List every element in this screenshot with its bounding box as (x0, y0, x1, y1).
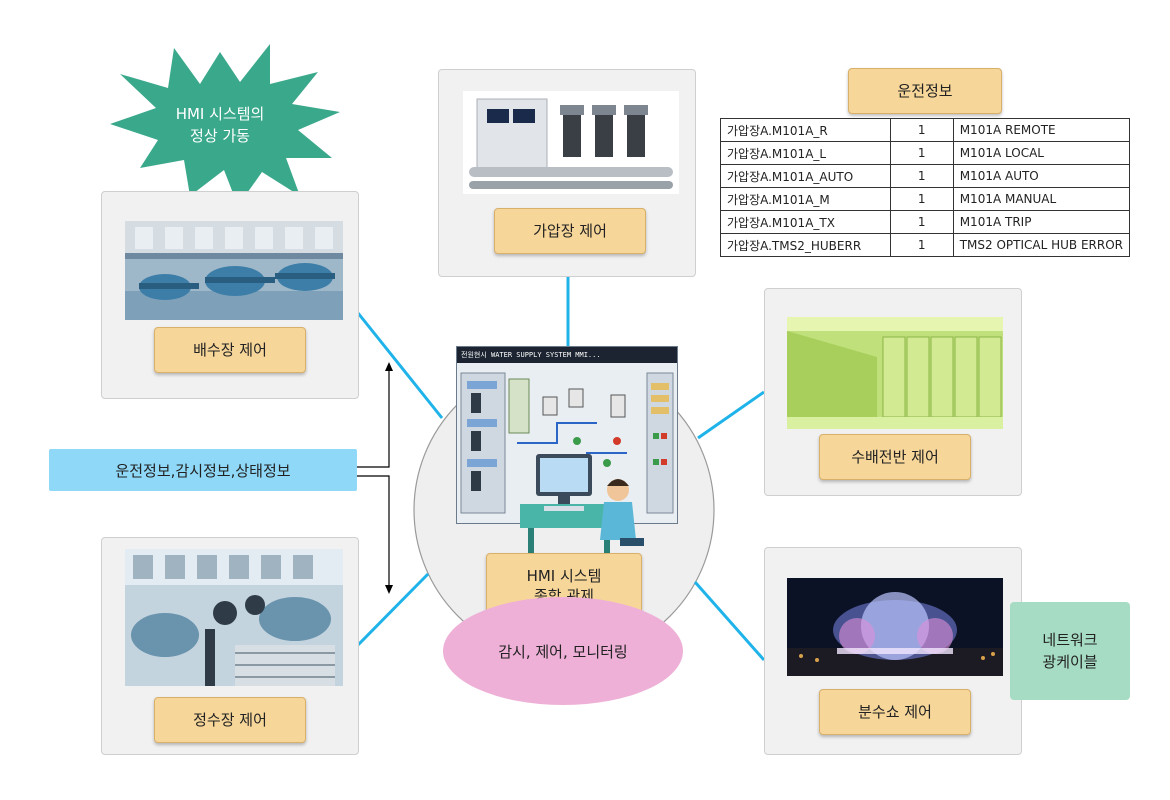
tag-name-cell: 가압장A.M101A_R (720, 118, 891, 142)
bracket-up (357, 368, 390, 468)
connector-fountain (693, 581, 766, 661)
tag-name-cell: 가압장A.M101A_AUTO (720, 164, 891, 188)
starburst-shape (110, 44, 340, 206)
description-cell: TMS2 OPTICAL HUB ERROR (952, 233, 1131, 257)
tag-name-cell: 가압장A.M101A_L (720, 141, 891, 165)
panel-switchboard[interactable]: 수배전반 제어 (764, 288, 1022, 496)
purification-label: 정수장 제어 (154, 697, 306, 743)
arrow-down-icon (385, 585, 393, 594)
value-cell: 1 (889, 233, 954, 257)
hmi-screen-title: 전원현시 WATER SUPPLY SYSTEM MMI... (457, 347, 677, 363)
starburst-text: HMI 시스템의 정상 가동 (175, 105, 265, 145)
info-flow-box: 운전정보,감시정보,상태정보 (49, 449, 357, 491)
bracket-down (357, 475, 390, 588)
monitoring-ellipse: 감시, 제어, 모니터링 (443, 597, 683, 705)
panel-fountain[interactable]: 분수쇼 제어 (764, 547, 1022, 755)
value-cell: 1 (889, 118, 954, 142)
booster-photo (463, 91, 679, 194)
tag-name-cell: 가압장A.M101A_M (720, 187, 891, 211)
switchboard-photo (787, 317, 1003, 429)
value-cell: 1 (889, 210, 954, 234)
value-cell: 1 (889, 187, 954, 211)
value-cell: 1 (889, 141, 954, 165)
purification-photo (125, 549, 343, 686)
network-cable-box: 네트워크 광케이블 (1010, 602, 1130, 700)
description-cell: M101A AUTO (952, 164, 1131, 188)
description-cell: M101A MANUAL (952, 187, 1131, 211)
pump-station-photo (125, 221, 343, 320)
connector-pump-station (356, 312, 444, 419)
description-cell: M101A TRIP (952, 210, 1131, 234)
fountain-label: 분수쇼 제어 (819, 689, 971, 735)
description-cell: M101A LOCAL (952, 141, 1131, 165)
tag-name-cell: 가압장A.M101A_TX (720, 210, 891, 234)
description-cell: M101A REMOTE (952, 118, 1131, 142)
arrow-up-icon (385, 362, 393, 371)
tag-name-cell: 가압장A.TMS2_HUBERR (720, 233, 891, 257)
panel-booster[interactable]: 가압장 제어 (438, 69, 696, 277)
pump-station-label: 배수장 제어 (154, 327, 306, 373)
value-cell: 1 (889, 164, 954, 188)
connector-purification (356, 572, 430, 647)
operation-info-title: 운전정보 (848, 68, 1002, 114)
operator-illustration (520, 454, 644, 558)
fountain-photo (787, 578, 1003, 676)
switchboard-label: 수배전반 제어 (819, 434, 971, 480)
connector-switchboard (697, 390, 765, 440)
hmi-diagram-graphic (460, 372, 674, 514)
panel-pump-station[interactable]: 배수장 제어 (101, 191, 359, 399)
booster-label: 가압장 제어 (494, 208, 646, 254)
panel-purification[interactable]: 정수장 제어 (101, 537, 359, 755)
